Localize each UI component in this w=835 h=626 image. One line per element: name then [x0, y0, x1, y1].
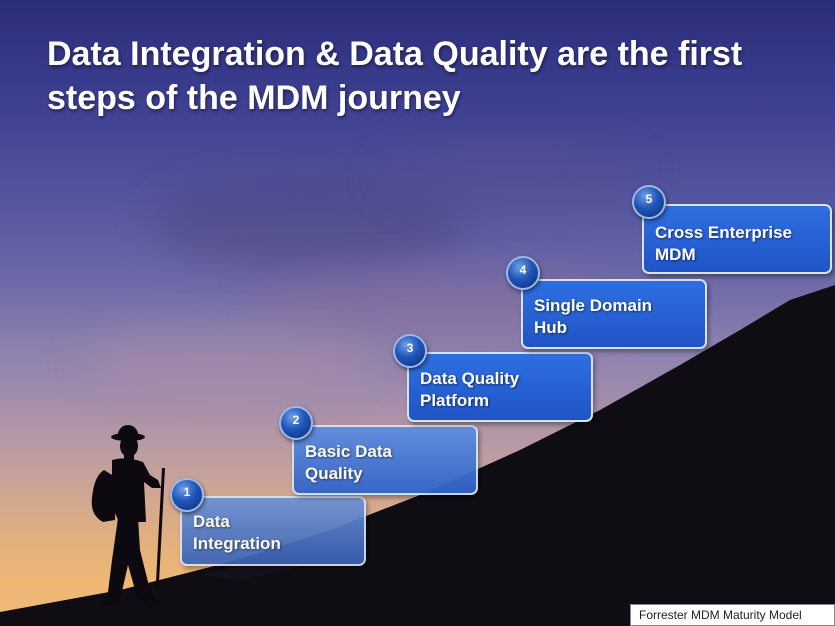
step-2-number-badge: 2: [279, 406, 313, 440]
step-label: Data Quality Platform: [420, 369, 520, 410]
step-3-box: Data Quality Platform: [407, 352, 593, 422]
step-label: Cross Enterprise MDM: [655, 223, 792, 264]
step-1-box: Data Integration: [180, 496, 366, 566]
hiker-figure: [91, 425, 165, 608]
source-caption: Forrester MDM Maturity Model: [630, 604, 835, 626]
step-label: Basic Data Quality: [305, 442, 392, 483]
step-number: 5: [645, 192, 653, 206]
step-4-number-badge: 4: [506, 256, 540, 290]
step-3-number-badge: 3: [393, 334, 427, 368]
cloud-shape: [150, 180, 470, 270]
step-number: 3: [406, 341, 414, 355]
step-4-box: Single Domain Hub: [521, 279, 707, 349]
cloud-shape: [80, 330, 380, 390]
cloud-shape: [380, 140, 640, 210]
slide-title: Data Integration & Data Quality are the …: [47, 35, 743, 117]
step-1-number-badge: 1: [170, 478, 204, 512]
step-5-box: Cross Enterprise MDM: [642, 204, 832, 274]
step-label: Single Domain Hub: [534, 296, 653, 337]
step-label: Data Integration: [193, 512, 281, 553]
step-number: 1: [183, 485, 191, 499]
step-2-box: Basic Data Quality: [292, 425, 478, 495]
step-number: 4: [519, 263, 527, 277]
step-number: 2: [292, 413, 300, 427]
step-5-number-badge: 5: [632, 185, 666, 219]
